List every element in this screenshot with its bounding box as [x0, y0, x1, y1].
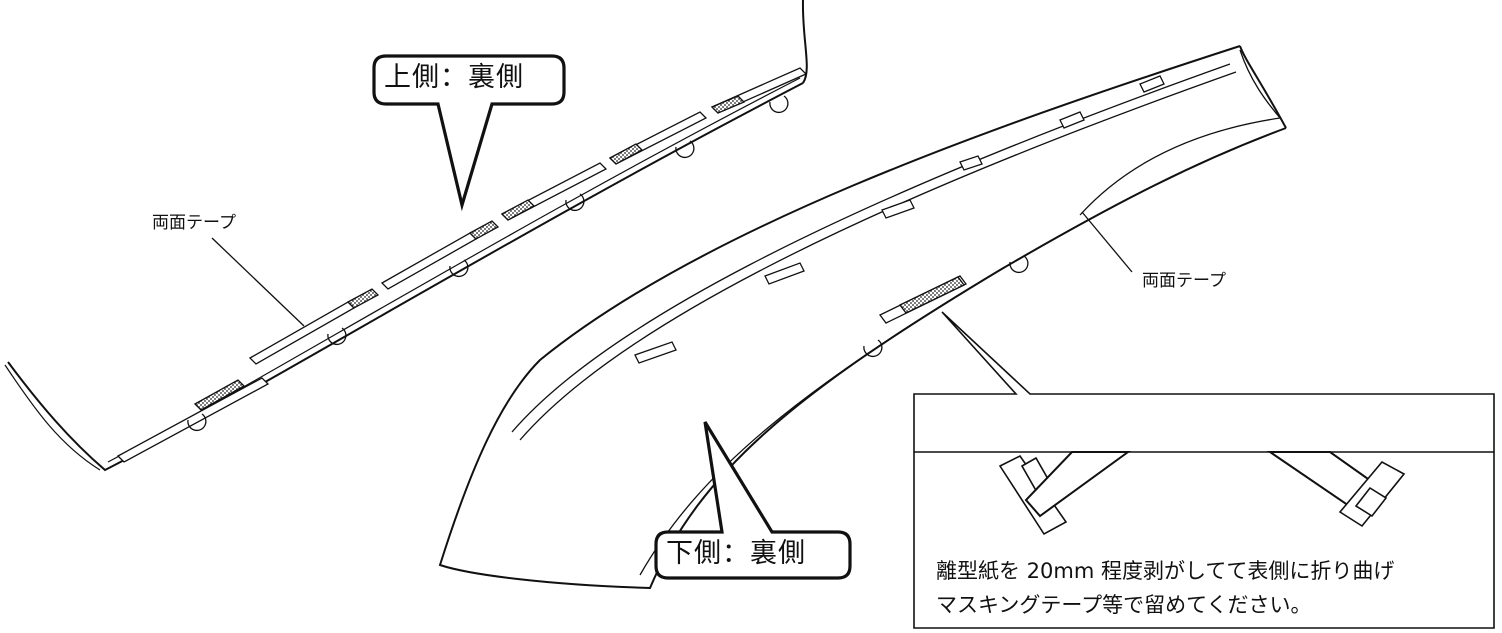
lower-rail-peel-arrows	[863, 255, 1029, 357]
upper-rail-peel-arrows	[187, 95, 789, 431]
lower-rail-tape-pads	[634, 75, 1165, 364]
upper-rail-tape-pads	[116, 67, 808, 463]
tape-leader-right	[1081, 211, 1133, 273]
detail-instruction-line-1: 離型紙を 20mm 程度剥がしてて表側に折り曲げ	[936, 559, 1395, 583]
detail-instruction-line-2: マスキングテープ等で留めてください。	[936, 593, 1312, 617]
upper-side-callout	[372, 54, 566, 212]
upper-side-label: 上側：裏側	[384, 62, 524, 93]
tape-leader-left	[211, 237, 305, 327]
detail-inset	[913, 311, 1495, 629]
lower-side-label: 下側：裏側	[666, 538, 806, 569]
double-sided-tape-label-left: 両面テープ	[152, 213, 236, 233]
lower-side-callout	[654, 421, 852, 580]
double-sided-tape-label-right: 両面テープ	[1142, 271, 1226, 291]
